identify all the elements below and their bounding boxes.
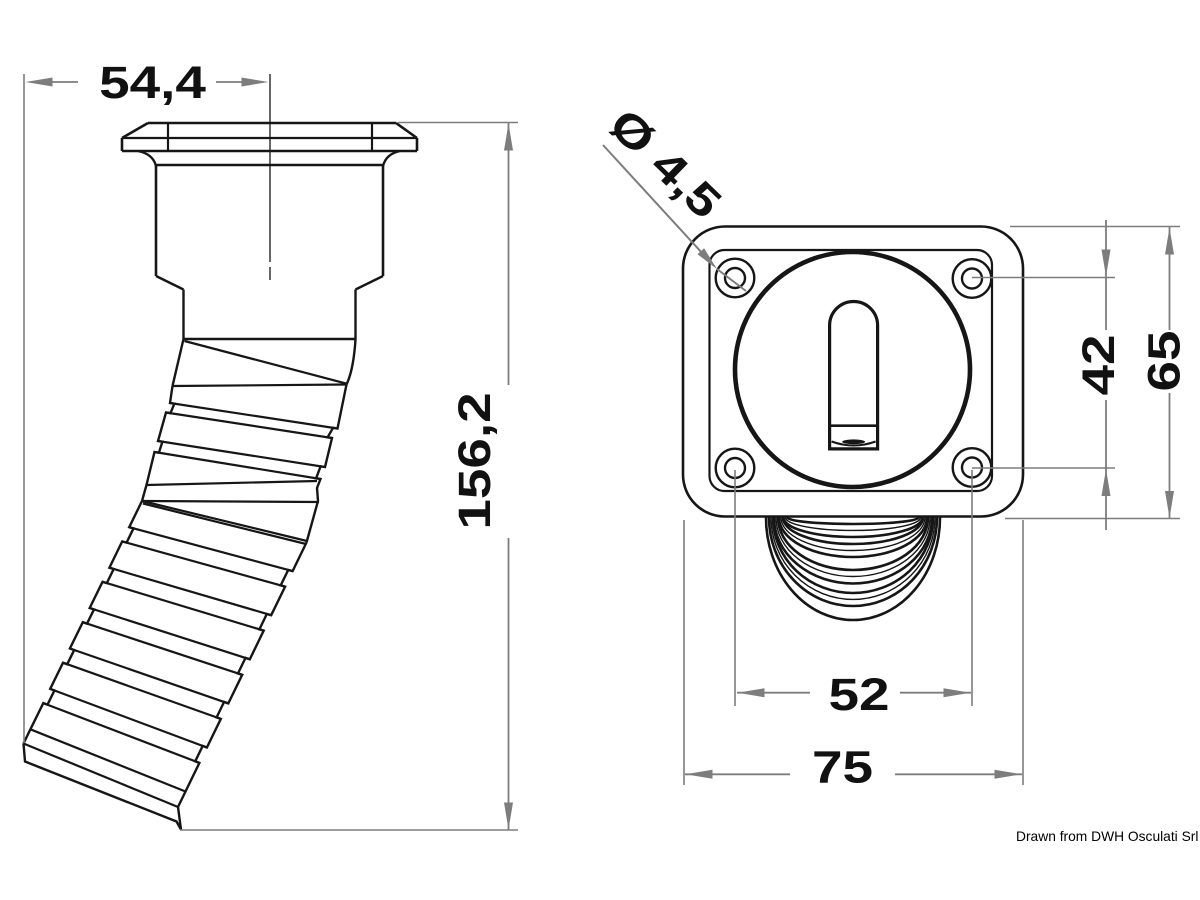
svg-text:65: 65 — [1139, 330, 1189, 391]
svg-text:Drawn from DWH Osculati Srl: Drawn from DWH Osculati Srl — [1016, 829, 1198, 844]
svg-text:156,2: 156,2 — [450, 392, 500, 529]
svg-text:54,4: 54,4 — [99, 58, 206, 108]
svg-text:42: 42 — [1074, 334, 1124, 395]
svg-text:52: 52 — [828, 670, 889, 720]
svg-text:75: 75 — [812, 742, 873, 792]
